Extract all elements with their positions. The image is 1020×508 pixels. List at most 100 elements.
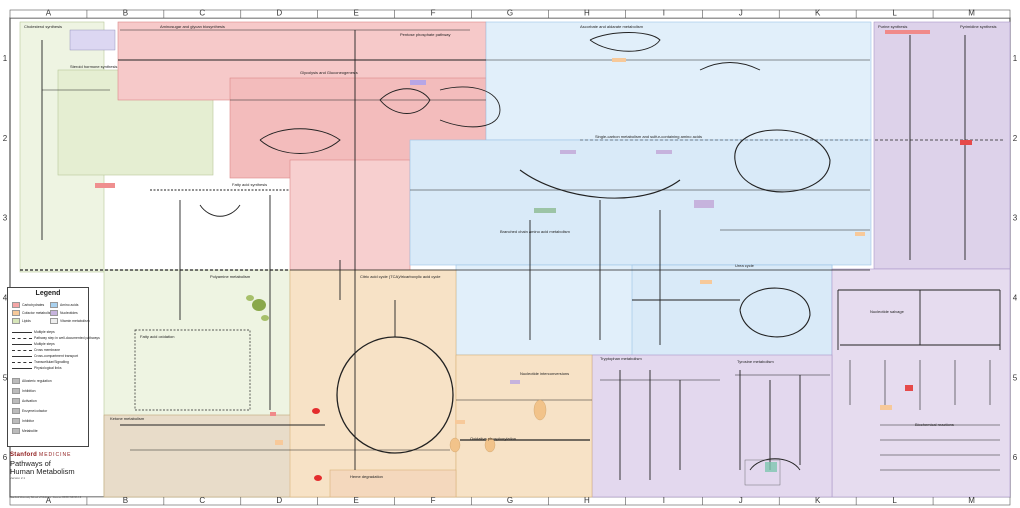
legend-line-label: Transcellular/Signalling <box>34 360 69 364</box>
legend-category: Amino acids <box>50 302 78 308</box>
section-purine-bg <box>873 21 1011 270</box>
section-title-heme: Heme degradation <box>350 474 383 479</box>
legend-swatch <box>50 302 58 308</box>
grid-column-label: B <box>123 9 128 18</box>
legend-symbol-label: Inhibition <box>22 388 36 393</box>
legend-line-type: Cross-compartment transport <box>12 354 78 358</box>
grid-column-label: C <box>199 9 205 18</box>
credit-line: Stanford University School of Medicine ·… <box>10 496 82 499</box>
grid-column-label: I <box>663 496 665 505</box>
legend-category: Carbohydrates <box>12 302 44 308</box>
legend-line-sample <box>12 331 32 333</box>
grid-row-label: 4 <box>1013 293 1018 302</box>
section-title-polyamine: Polyamine metabolism <box>210 274 251 279</box>
legend-symbol-row: Inhibitor <box>12 418 34 424</box>
legend-line-sample <box>12 349 32 351</box>
legend-symbol-label: Activation <box>22 398 37 403</box>
legend-symbol-label: Inhibitor <box>22 418 35 423</box>
section-title-cholesterol: Cholesterol synthesis <box>24 24 62 29</box>
grid-row-label: 5 <box>3 373 8 382</box>
legend-symbol-row: Metabolite <box>12 428 38 434</box>
enzyme-chips <box>69 29 972 486</box>
grid-row-label: 5 <box>1013 373 1018 382</box>
section-title-aminosugar: Aminosugar and glycan biosynthesis <box>160 24 225 29</box>
section-title-steroid: Steroid hormone synthesis <box>70 64 117 69</box>
section-one-carbon-bg <box>409 139 872 266</box>
section-title-glycolysis: Glycolysis and Gluconeogenesis <box>300 70 358 75</box>
section-glycolysis-lower-bg <box>289 159 411 271</box>
legend-symbol <box>12 408 20 414</box>
legend-symbol-row: Allosteric regulation <box>12 378 52 384</box>
grid-row-label: 3 <box>1013 214 1018 223</box>
grid-row-label: 6 <box>3 453 8 462</box>
map-title-line2: Human Metabolism <box>10 466 75 476</box>
grid-column-label: L <box>892 9 897 18</box>
legend-swatch <box>12 302 20 308</box>
legend-category-label: Carbohydrates <box>22 302 45 307</box>
legend-swatch <box>50 310 58 316</box>
grid-row-label: 4 <box>3 293 8 302</box>
grid-column-label: A <box>46 496 52 505</box>
grid-column-label: M <box>968 9 975 18</box>
map-title-line1: Pathways of <box>10 459 51 468</box>
section-title-tca: Citric acid cycle (TCA)/tricarboxylic ac… <box>360 274 441 279</box>
legend-title: Legend <box>35 290 61 297</box>
legend-symbol-row: Enzyme/cofactor <box>12 408 47 414</box>
section-title-pentose-phosphate: Pentose phosphate pathway <box>400 32 450 37</box>
legend-symbol-label: Allosteric regulation <box>22 378 52 383</box>
grid-row-label: 1 <box>3 54 8 63</box>
legend-category-label: Nucleotides <box>60 310 78 315</box>
legend-line-sample <box>12 367 32 369</box>
legend-swatch <box>50 318 58 324</box>
section-tca-bg <box>289 269 457 498</box>
grid-column-label: K <box>815 496 821 505</box>
section-salvage-bg <box>831 268 1011 498</box>
legend-line-label: Pathway step in well-documented pathways <box>34 336 100 340</box>
grid-column-label: J <box>739 9 743 18</box>
legend-symbol-label: Metabolite <box>22 428 38 433</box>
legend-category-label: Amino acids <box>60 302 79 307</box>
grid-row-label: 2 <box>3 134 8 143</box>
top-ruler <box>9 9 1011 19</box>
grid-row-label: 6 <box>1013 453 1018 462</box>
legend-line-label: Multiple steps <box>34 342 55 346</box>
legend-symbol-row: Activation <box>12 398 37 404</box>
legend-symbol <box>12 398 20 404</box>
grid-column-label: A <box>46 9 52 18</box>
legend-line-type: Multiple steps <box>12 330 55 334</box>
grid-column-label: M <box>968 496 975 505</box>
version-label: Version 2.1 <box>10 476 26 480</box>
section-title-urea: Urea cycle <box>735 263 755 268</box>
grid-row-label: 3 <box>3 214 8 223</box>
section-oxphos-bg <box>455 354 593 498</box>
section-title-fatty-acid-oxidation: Fatty acid oxidation <box>140 334 174 339</box>
institution-name: Stanford <box>10 452 38 458</box>
legend-line-type: Multiple steps <box>12 342 55 346</box>
section-title-ketone: Ketone metabolism <box>110 416 145 421</box>
grid-row-label: 2 <box>1013 134 1018 143</box>
grid-column-label: K <box>815 9 821 18</box>
title-block: Stanford MEDICINE Pathways of Human Meta… <box>10 452 90 480</box>
department-name: MEDICINE <box>39 452 72 458</box>
section-title-tyrosine: Tyrosine metabolism <box>737 359 774 364</box>
legend-category: Cofactor metabolism <box>12 310 53 316</box>
grid-column-label: I <box>663 9 665 18</box>
grid-column-label: E <box>353 9 358 18</box>
section-title-purine: Purine synthesis <box>878 24 907 29</box>
section-title-fatty-acid-synthesis: Fatty acid synthesis <box>232 182 267 187</box>
legend-category-label: Vitamin metabolism <box>60 318 90 323</box>
institution-logo: Stanford MEDICINE <box>10 452 90 458</box>
grid-column-label: C <box>199 496 205 505</box>
grid-column-label: G <box>507 496 513 505</box>
legend-category: Lipids <box>12 318 31 324</box>
legend-category-label: Lipids <box>22 318 31 323</box>
grid-column-label: F <box>431 496 436 505</box>
legend-line-sample <box>12 343 32 345</box>
grid-column-label: H <box>584 9 590 18</box>
legend-line-sample <box>12 337 32 339</box>
section-title-ascorbate: Ascorbate and aldarate metabolism <box>580 24 644 29</box>
legend-category: Vitamin metabolism <box>50 318 90 324</box>
